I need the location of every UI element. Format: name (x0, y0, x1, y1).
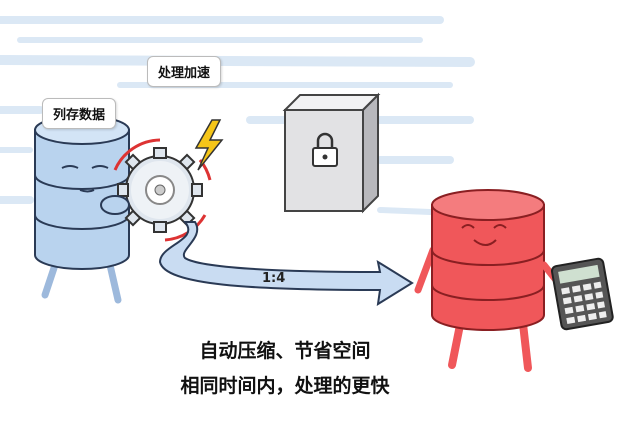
lock-icon (312, 132, 338, 167)
caption-line-1: 自动压缩、节省空间 (199, 340, 371, 362)
compression-ratio: 1:4 (262, 271, 286, 286)
caption-line-2: 相同时间内，处理的更快 (180, 375, 390, 397)
lock-box (282, 92, 381, 214)
processing-speedup-label: 处理加速 (147, 56, 222, 87)
compression-arrow (158, 221, 414, 306)
hand (100, 195, 130, 215)
red-cylinder-character (414, 189, 564, 372)
blue-cylinder-character (34, 115, 130, 304)
calculator-icon (550, 257, 614, 331)
columnar-data-label: 列存数据 (42, 98, 117, 129)
gear-icon (113, 138, 212, 242)
lightning-icon (194, 119, 224, 171)
